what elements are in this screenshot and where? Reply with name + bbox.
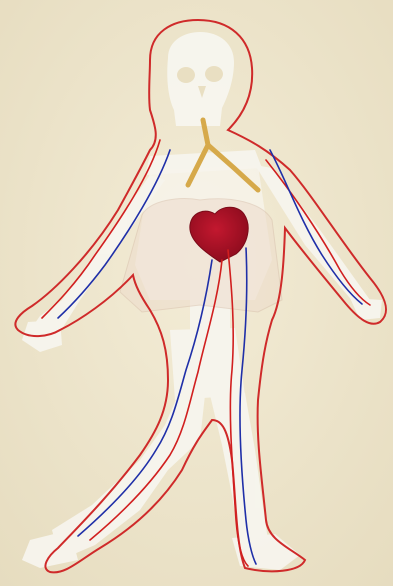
skull-eye-right: [205, 66, 223, 82]
skull-eye-left: [177, 67, 195, 83]
